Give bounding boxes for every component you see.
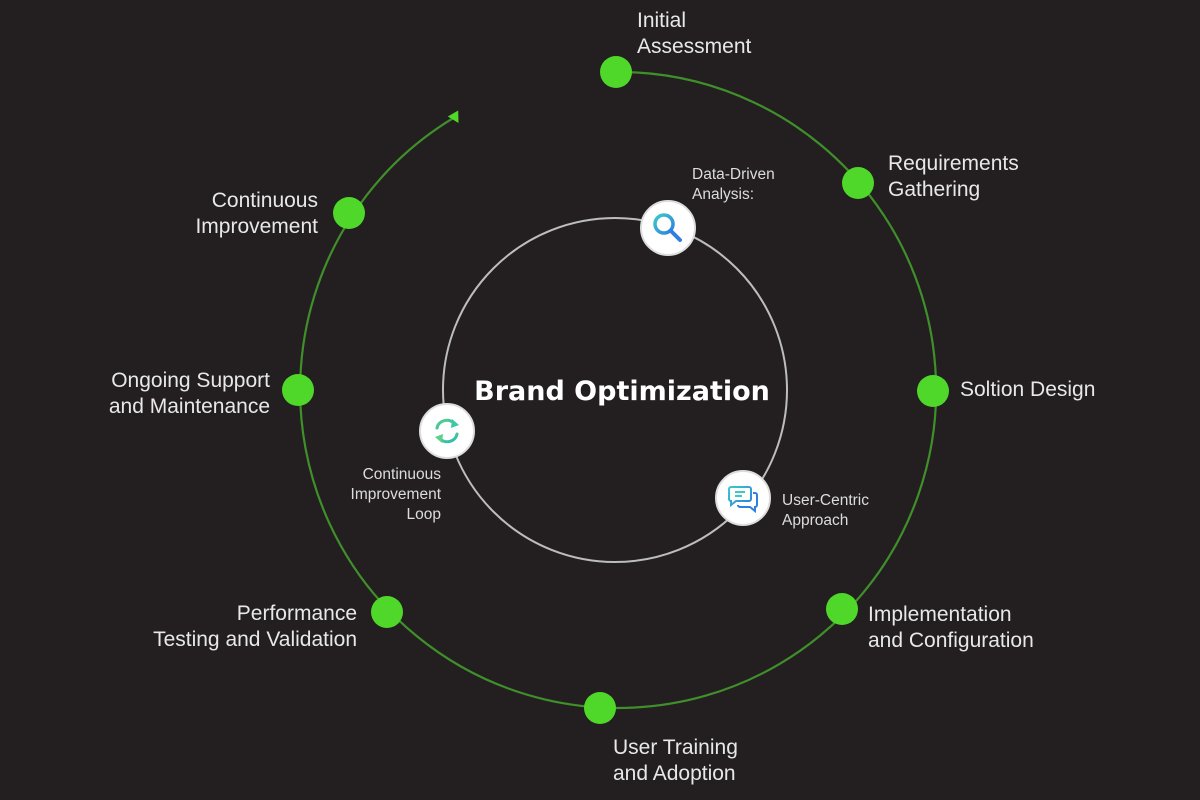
label-line: Data-Driven xyxy=(692,166,775,183)
label-line: Implementation xyxy=(868,603,1012,626)
label-line: Testing and Validation xyxy=(153,628,357,651)
label-line: Continuous xyxy=(211,189,318,212)
inner-node-data-driven-analysis[interactable] xyxy=(640,200,696,256)
step-node-user-training-adoption[interactable] xyxy=(584,692,616,724)
label-line: Continuous xyxy=(362,466,441,483)
label-line: Analysis: xyxy=(692,186,755,203)
step-label-requirements-gathering: Requirements Gathering xyxy=(888,151,1019,203)
outer-cycle-ring xyxy=(299,70,938,710)
step-node-requirements-gathering[interactable] xyxy=(842,167,874,199)
step-node-implementation-configuration[interactable] xyxy=(826,593,858,625)
label-line: Soltion Design xyxy=(960,378,1096,401)
step-label-performance-testing-validation: Performance Testing and Validation xyxy=(153,601,357,653)
label-line: Ongoing Support xyxy=(111,369,270,392)
label-line: Improvement xyxy=(350,486,441,503)
label-line: and Adoption xyxy=(613,762,736,785)
inner-label-data-driven-analysis: Data-Driven Analysis: xyxy=(692,165,775,205)
search-icon xyxy=(653,213,682,242)
label-line: Loop xyxy=(406,506,441,523)
step-label-implementation-configuration: Implementation and Configuration xyxy=(868,602,1034,654)
cycle-arrowhead-icon xyxy=(447,110,459,124)
inner-node-user-centric-approach[interactable] xyxy=(715,470,771,526)
inner-label-continuous-improvement-loop: Continuous Improvement Loop xyxy=(351,465,441,525)
label-line: User-Centric xyxy=(782,492,869,509)
label-line: and Maintenance xyxy=(108,395,270,418)
label-line: Performance xyxy=(236,602,357,625)
inner-label-user-centric-approach: User-Centric Approach xyxy=(782,491,869,531)
step-node-performance-testing-validation[interactable] xyxy=(371,596,403,628)
step-label-solution-design: Soltion Design xyxy=(960,377,1095,403)
label-line: Requirements xyxy=(888,152,1019,175)
inner-cycle-ring xyxy=(442,217,788,563)
refresh-cycle-icon xyxy=(435,418,459,444)
step-node-ongoing-support-maintenance[interactable] xyxy=(282,374,314,406)
diagram-title: Brand Optimization xyxy=(474,376,770,407)
inner-node-continuous-improvement-loop[interactable] xyxy=(419,403,475,459)
label-line: and Configuration xyxy=(868,629,1034,652)
label-line: Assessment xyxy=(637,35,752,58)
label-line: User Training xyxy=(613,736,738,759)
label-line: Gathering xyxy=(888,178,981,201)
step-label-ongoing-support-maintenance: Ongoing Support and Maintenance xyxy=(109,368,270,420)
step-node-initial-assessment[interactable] xyxy=(600,56,632,88)
step-node-continuous-improvement[interactable] xyxy=(333,197,365,229)
label-line: Initial xyxy=(637,9,687,32)
step-label-user-training-adoption: User Training and Adoption xyxy=(613,735,738,787)
step-label-initial-assessment: Initial Assessment xyxy=(637,8,751,60)
label-line: Improvement xyxy=(195,215,318,238)
chat-bubbles-icon xyxy=(728,486,758,514)
label-line: Approach xyxy=(782,512,849,529)
step-label-continuous-improvement: Continuous Improvement xyxy=(195,188,318,240)
step-node-solution-design[interactable] xyxy=(917,375,949,407)
